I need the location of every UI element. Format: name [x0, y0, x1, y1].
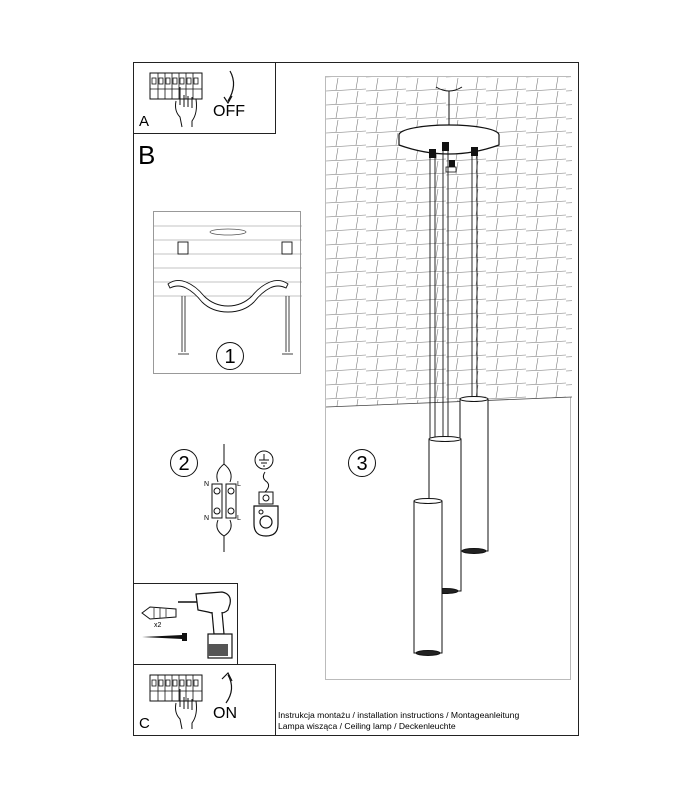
panel-c-letter: C: [139, 715, 150, 732]
pendant-lamp-illustration: [325, 77, 573, 656]
neutral-label-bottom: N: [204, 515, 210, 522]
panel-a-letter: A: [139, 113, 150, 130]
hand-icon: [175, 87, 197, 128]
step-1-mounting-box: 1: [153, 211, 302, 374]
power-on-label: ON: [213, 705, 237, 722]
neutral-label-top: N: [204, 481, 210, 488]
drill-box: x2: [133, 583, 238, 665]
step-3-number: 3: [348, 449, 376, 477]
ground-symbol-icon: [254, 450, 274, 470]
breaker-panel-icon: [149, 674, 203, 702]
rotate-arrow-icon: [223, 70, 235, 105]
wall-plug-icon: [141, 606, 177, 620]
footer-title: Instrukcja montażu / installation instru…: [278, 710, 520, 720]
hand-icon: [175, 689, 197, 730]
drill-icon: [178, 591, 233, 659]
live-label-top: L: [237, 481, 241, 488]
panel-b-letter: B: [138, 140, 156, 170]
terminal-block-illustration: [211, 444, 237, 552]
panel-a-power-off: A OFF: [133, 62, 276, 134]
footer-subtitle: Lampa wisząca / Ceiling lamp / Deckenleu…: [278, 721, 456, 731]
rotate-arrow-icon: [221, 671, 233, 704]
screw-icon: [142, 633, 187, 641]
step-3-pendant-box: 3: [325, 76, 573, 680]
breaker-panel-icon: [149, 72, 203, 100]
power-off-label: OFF: [213, 103, 245, 120]
quantity-label: x2: [154, 622, 162, 629]
panel-c-power-on: C ON: [133, 664, 276, 736]
ceiling-bracket-illustration: [154, 225, 302, 355]
live-label-bottom: L: [237, 515, 241, 522]
step-2-number: 2: [170, 449, 198, 477]
step-1-number: 1: [216, 342, 244, 370]
ground-terminal-illustration: [253, 471, 279, 537]
instruction-sheet-frame: [133, 62, 579, 736]
